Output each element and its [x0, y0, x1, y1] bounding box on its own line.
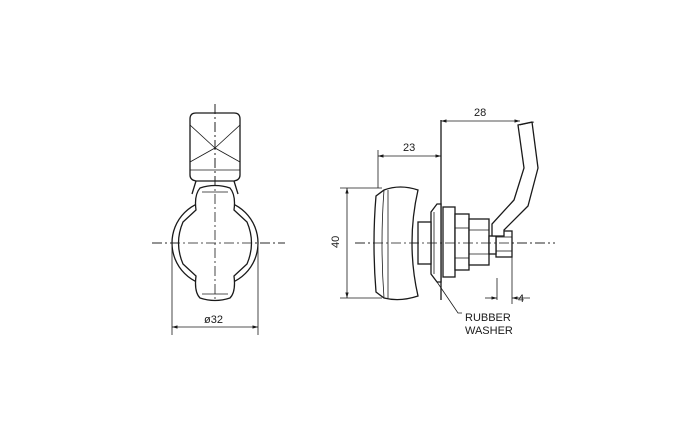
- cam-lever: [491, 121, 539, 237]
- front-view: ø32: [152, 104, 285, 335]
- dim-thread: 4: [518, 293, 524, 305]
- nut-1: [442, 206, 456, 278]
- nut-2: [454, 213, 470, 271]
- threaded-body: [468, 218, 490, 266]
- callout-rubber: RUBBER: [465, 312, 511, 324]
- dim-diameter: ø32: [204, 314, 223, 326]
- dim-handle: 28: [474, 107, 486, 119]
- shaft: [488, 235, 497, 255]
- dim-height: 40: [330, 236, 342, 248]
- callout-washer: WASHER: [465, 325, 513, 337]
- washer-leader: [436, 281, 462, 314]
- dim-depth: 23: [403, 142, 415, 154]
- side-view: 40 23 28 4: [330, 107, 555, 314]
